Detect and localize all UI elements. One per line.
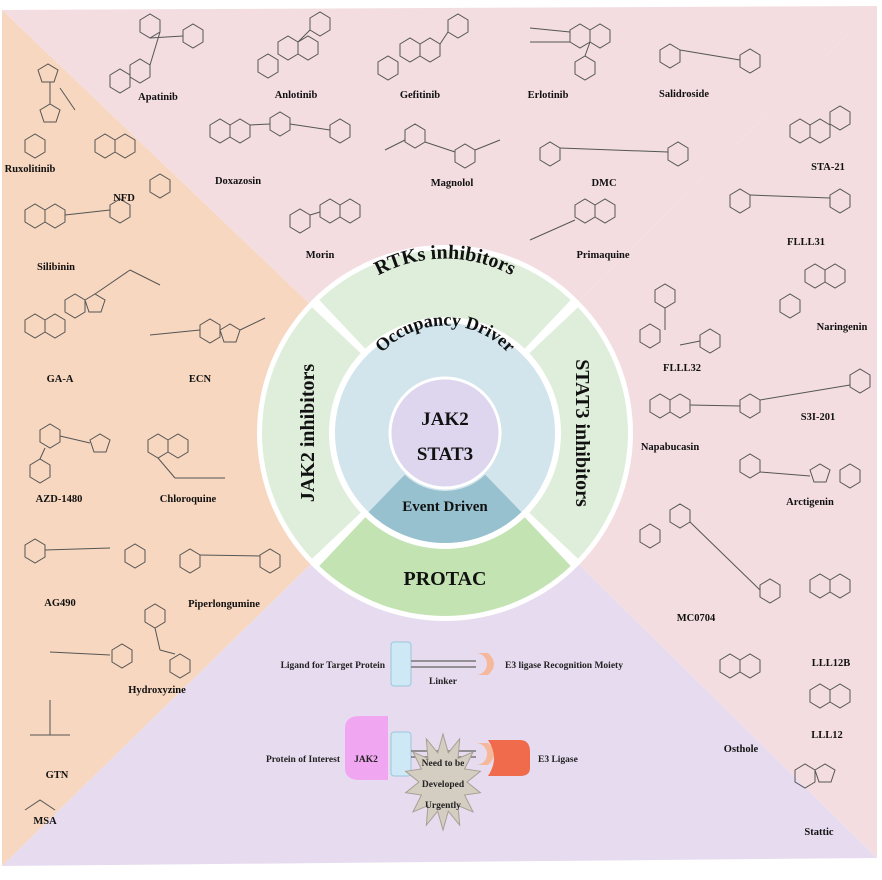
compound-label: Erlotinib bbox=[528, 90, 569, 101]
compound-label: NFD bbox=[113, 193, 135, 204]
compound-label: Gefitinib bbox=[400, 90, 440, 101]
compound-label: DMC bbox=[591, 178, 616, 189]
compound-label: Osthole bbox=[724, 744, 759, 755]
e3-moiety-block bbox=[476, 653, 494, 675]
compound-label: Primaquine bbox=[576, 250, 629, 261]
compound-label: Hydroxyzine bbox=[128, 685, 186, 696]
compound-labels: Apatinib Anlotinib Gefitinib Erlotinib Salid… bbox=[5, 89, 868, 838]
event-driven-band bbox=[368, 474, 522, 543]
central-wheel: RTKs inhibitors JAK2 inhibitors STAT3 in… bbox=[257, 242, 633, 621]
segment-rtks bbox=[319, 250, 571, 349]
compound-label: Piperlongumine bbox=[188, 599, 260, 610]
compound-label: MSA bbox=[33, 816, 57, 827]
rtk-region-background bbox=[2, 6, 877, 433]
compound-label: Stattic bbox=[804, 827, 833, 838]
e3-ligase-shape bbox=[488, 740, 530, 776]
compound-label: AZD-1480 bbox=[36, 494, 83, 505]
poi-label: Protein of Interest bbox=[266, 755, 341, 765]
core-circle bbox=[388, 376, 502, 490]
jak2-inhibitors-title: JAK2 inhibitors bbox=[297, 364, 319, 503]
compound-label: ECN bbox=[189, 374, 212, 385]
ligand-block bbox=[390, 641, 412, 687]
compound-label: Salidroside bbox=[659, 89, 709, 100]
segment-jak2 bbox=[262, 307, 361, 559]
compound-label: Magnolol bbox=[431, 178, 474, 189]
ligand-label: Ligand for Target Protein bbox=[281, 661, 386, 671]
structure-sketches bbox=[24, 11, 871, 811]
e3-moiety-label: E3 ligase Recognition Moiety bbox=[505, 661, 623, 671]
compound-label: Naringenin bbox=[817, 322, 868, 333]
segment-protac bbox=[319, 517, 571, 616]
core-jak2-label: JAK2 bbox=[421, 409, 469, 430]
compound-label: Chloroquine bbox=[160, 494, 217, 505]
jak2-region-background bbox=[2, 10, 445, 866]
compound-label: AG490 bbox=[44, 598, 76, 609]
compound-label: GTN bbox=[46, 770, 69, 781]
stat3-inhibitors-title: STAT3 inhibitors bbox=[571, 359, 593, 507]
compound-label: Morin bbox=[306, 250, 335, 261]
compound-label: FLLL32 bbox=[663, 363, 701, 374]
compound-label: GA-A bbox=[47, 374, 74, 385]
compound-label: Ruxolitinib bbox=[5, 164, 56, 175]
core-stat3-label: STAT3 bbox=[417, 444, 473, 465]
protac-title: PROTAC bbox=[404, 568, 487, 590]
protac-legend: Ligand for Target Protein Linker E3 liga… bbox=[266, 641, 623, 832]
e3-moiety-bound bbox=[476, 743, 494, 765]
urgent-starburst bbox=[404, 732, 482, 832]
compound-label: Silibinin bbox=[37, 262, 75, 273]
ligand-block-bound bbox=[390, 731, 412, 777]
protein-of-interest-shape bbox=[345, 716, 388, 780]
compound-label: LLL12B bbox=[812, 658, 851, 669]
compound-label: FLLL31 bbox=[787, 237, 825, 248]
protac-region-background bbox=[2, 433, 877, 866]
event-driven-label: Event Driven bbox=[402, 499, 488, 515]
compound-label: S3I-201 bbox=[801, 412, 835, 423]
segment-stat3 bbox=[529, 307, 628, 559]
e3-ligase-label: E3 Ligase bbox=[538, 755, 578, 765]
compound-label: Napabucasin bbox=[641, 442, 700, 453]
linker-label: Linker bbox=[429, 677, 458, 687]
compound-label: Doxazosin bbox=[215, 176, 261, 187]
poi-jak2-label: JAK2 bbox=[354, 755, 378, 765]
urgent-line-3: Urgently bbox=[425, 801, 461, 811]
compound-label: Anlotinib bbox=[275, 90, 318, 101]
compound-label: Arctigenin bbox=[786, 497, 834, 508]
urgent-line-2: Developed bbox=[422, 780, 465, 790]
stat3-region-background bbox=[445, 6, 877, 858]
compound-label: STA-21 bbox=[811, 162, 845, 173]
compound-label: Apatinib bbox=[138, 92, 178, 103]
compound-label: MC0704 bbox=[677, 613, 716, 624]
compound-label: LLL12 bbox=[811, 730, 843, 741]
urgent-line-1: Need to be bbox=[422, 759, 465, 769]
